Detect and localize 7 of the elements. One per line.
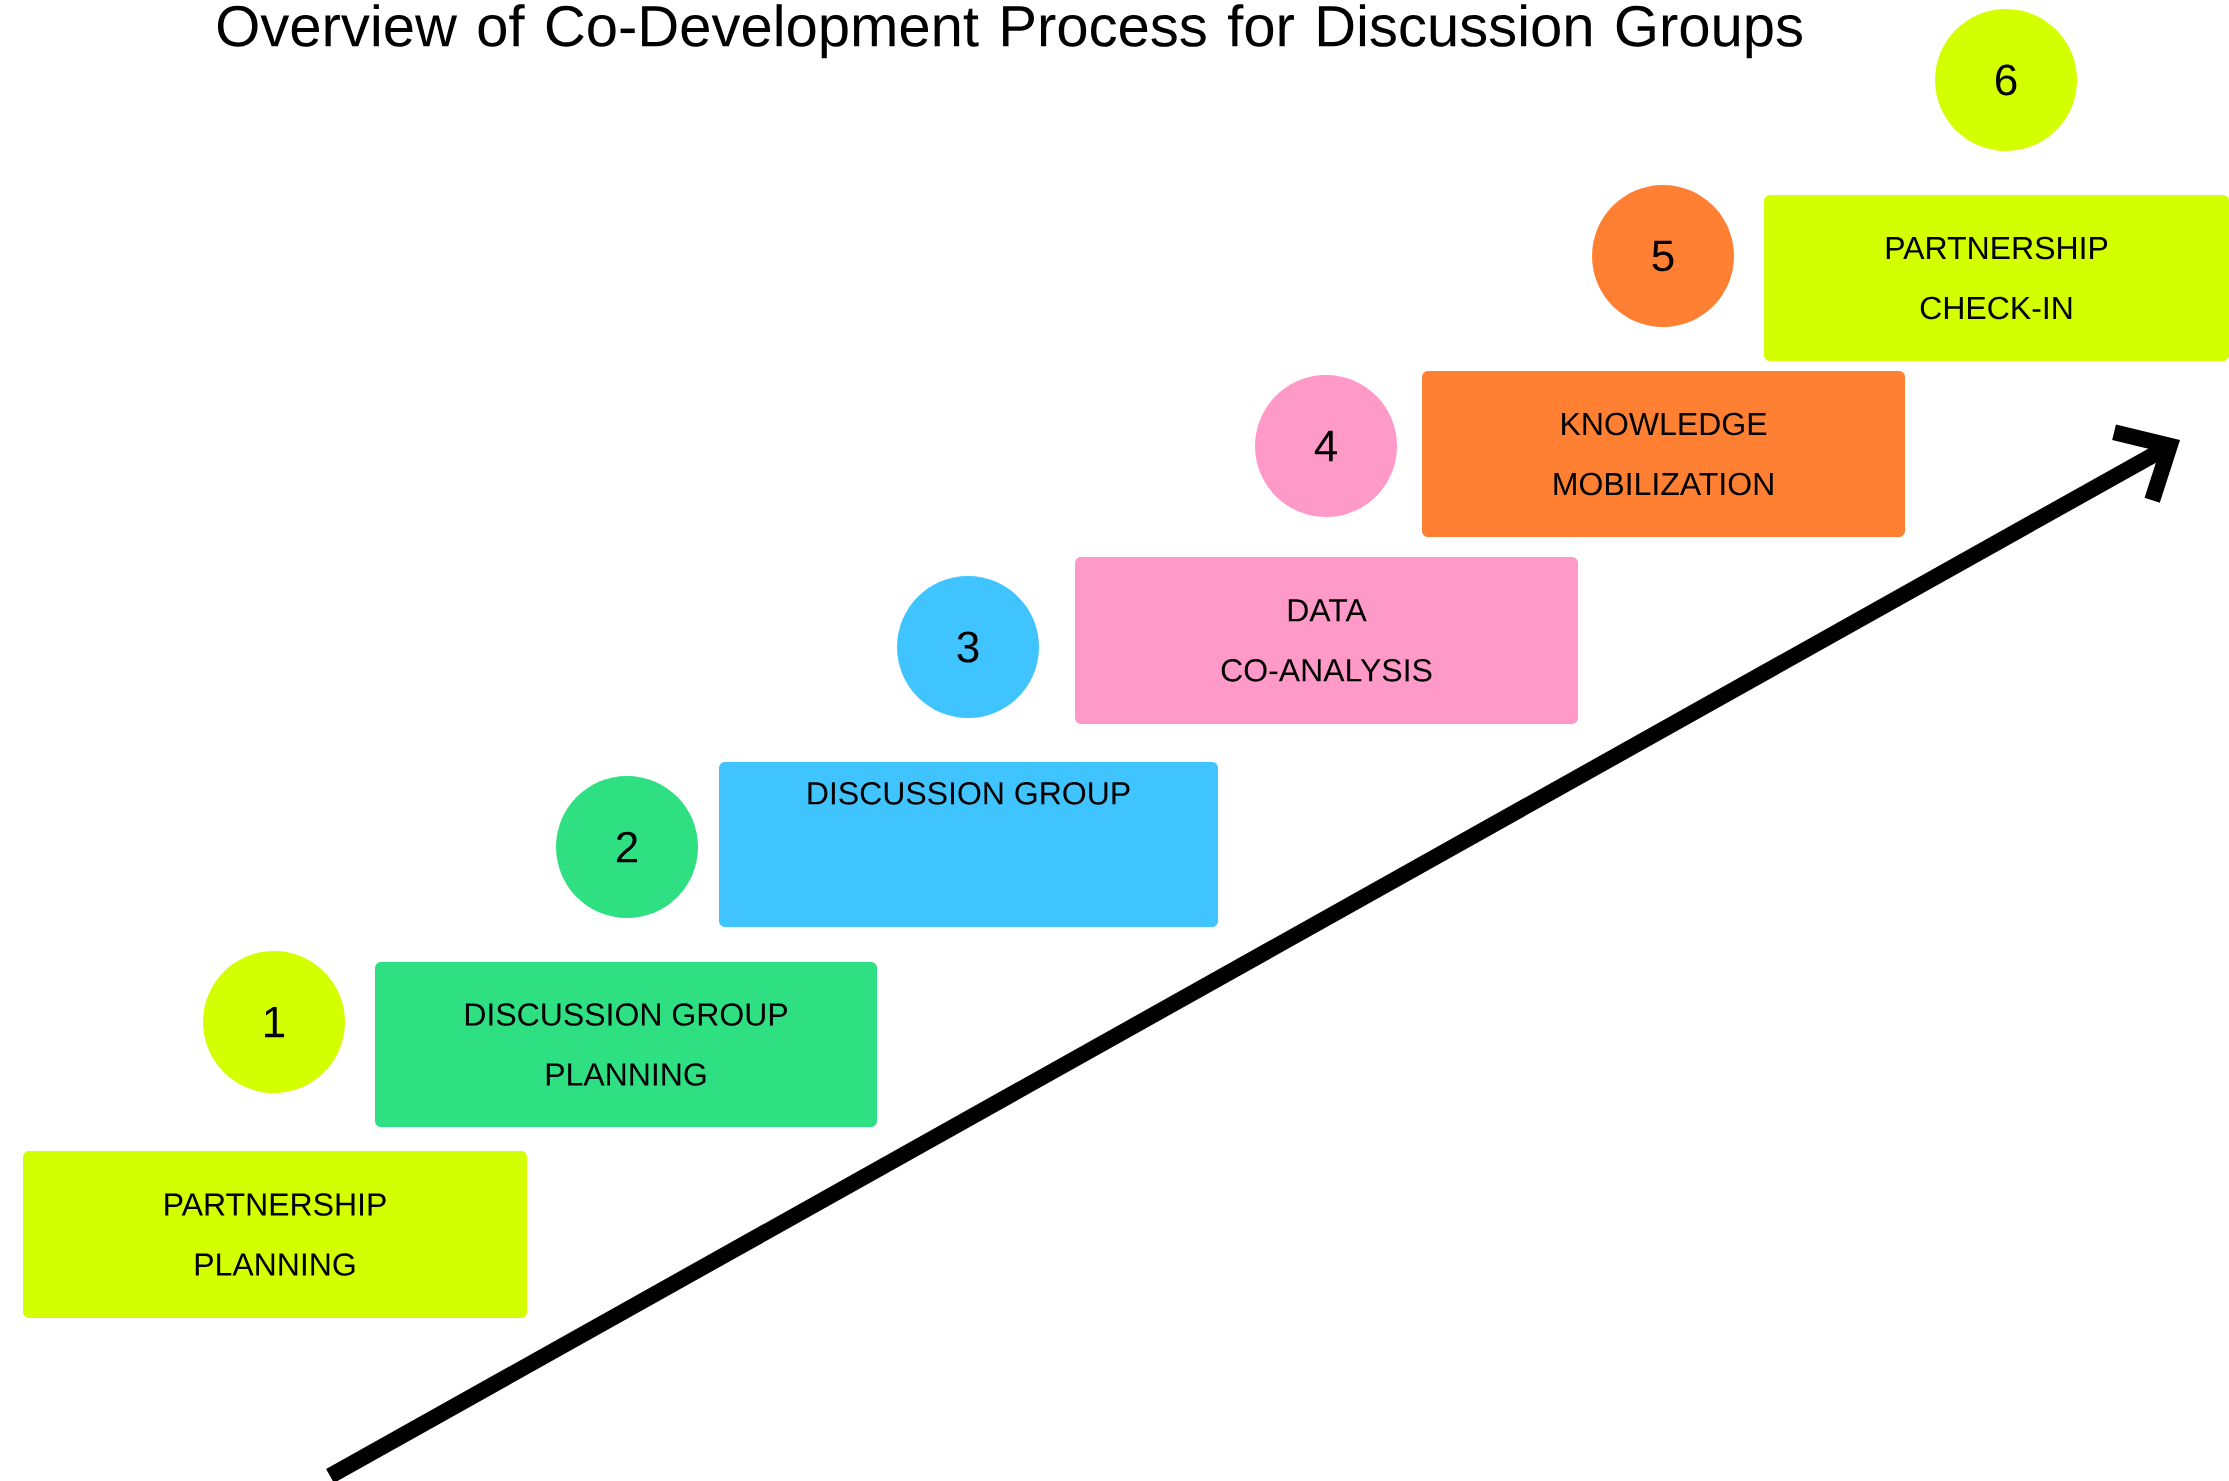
step-box: KNOWLEDGE MOBILIZATION xyxy=(1422,371,1905,537)
step-box: DATA CO-ANALYSIS xyxy=(1075,557,1578,724)
title: Overview of Co-Development Process for Discussion Groups xyxy=(217,4,1802,59)
step-box: DISCUSSION GROUP PLANNING xyxy=(375,962,877,1127)
step-box: DISCUSSION GROUP xyxy=(719,762,1218,927)
step-box: PARTNERSHIP CHECK-IN xyxy=(1764,195,2229,361)
step-box: PARTNERSHIP PLANNING xyxy=(23,1151,527,1318)
